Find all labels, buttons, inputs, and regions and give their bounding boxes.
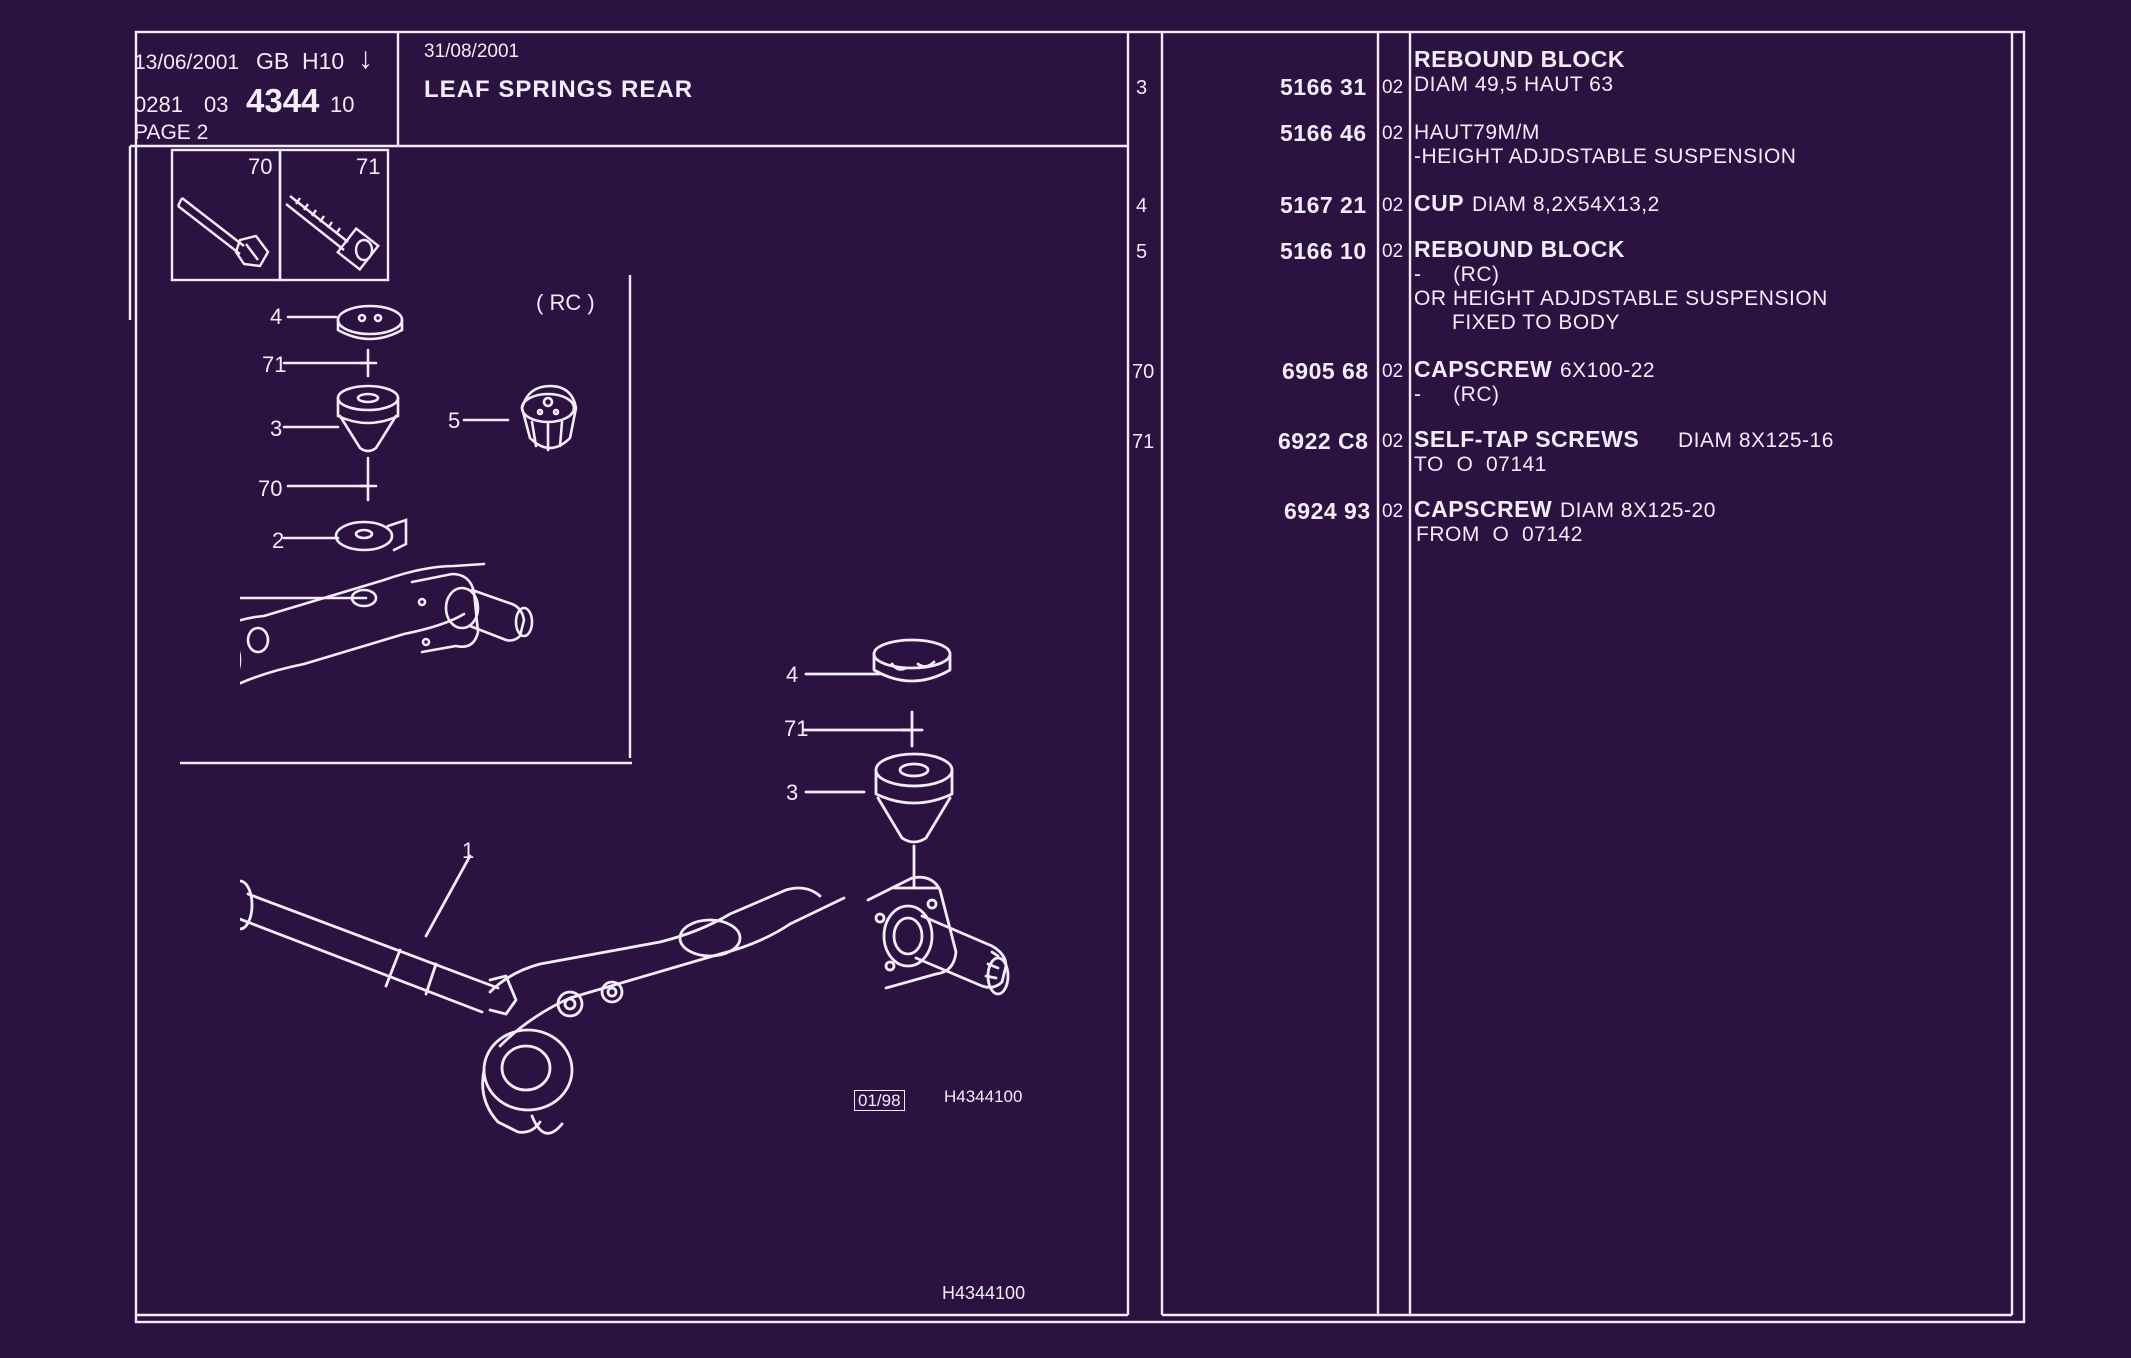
part-detail: TO O 07141 <box>1414 453 1547 476</box>
page-title: LEAF SPRINGS REAR <box>424 76 694 103</box>
part-name: CAPSCREW <box>1414 496 1553 522</box>
down-arrow-icon: ↓ <box>358 42 373 75</box>
variant-code: 02 <box>1382 431 1404 452</box>
thumbnail-ref: 70 <box>248 154 273 179</box>
variant-code: 02 <box>1382 195 1404 216</box>
callout-label: 4 <box>270 304 283 329</box>
drawing-date-box: 01/98 <box>854 1090 905 1111</box>
drawing-code: H4344100 <box>944 1087 1023 1106</box>
item-ref: 71 <box>1132 431 1155 453</box>
callout-label: 71 <box>262 352 287 377</box>
variant-code: H10 <box>302 48 345 74</box>
callout-label: 3 <box>270 416 283 441</box>
inset-rc-label: ( RC ) <box>536 290 595 315</box>
inset-assembly-illustration <box>240 304 578 685</box>
part-number: 5166 10 <box>1280 238 1367 264</box>
callout-label: 2 <box>272 528 285 553</box>
leaf-spring-arm-illustration <box>240 638 1010 1135</box>
variant-code: 02 <box>1382 501 1404 522</box>
part-detail: DIAM 8X125-16 <box>1678 429 1834 452</box>
part-name: CUP <box>1414 190 1465 216</box>
catalog-suffix: 10 <box>330 92 355 117</box>
part-detail: -HEIGHT ADJDSTABLE SUSPENSION <box>1414 145 1797 168</box>
part-detail: FROM O 07142 <box>1416 523 1583 546</box>
part-detail: DIAM 8X125-20 <box>1560 499 1716 522</box>
part-name: REBOUND BLOCK <box>1414 46 1625 72</box>
variant-code: 02 <box>1382 241 1404 262</box>
capscrew-icon <box>176 197 270 268</box>
lang-code: GB <box>256 48 290 74</box>
footer-drawing-code: H4344100 <box>942 1283 1026 1303</box>
part-detail: 6X100-22 <box>1560 359 1656 382</box>
part-name: REBOUND BLOCK <box>1414 236 1625 262</box>
callout-label: 70 <box>258 476 283 501</box>
part-number: 6924 93 <box>1284 498 1371 524</box>
part-detail: FIXED TO BODY <box>1414 311 1620 334</box>
part-name: CAPSCREW <box>1414 356 1553 382</box>
page-label: PAGE 2 <box>134 121 209 144</box>
part-number: 5166 31 <box>1280 74 1367 100</box>
catalog-prefix: 0281 <box>134 92 183 117</box>
part-detail: DIAM 8,2X54X13,2 <box>1472 193 1660 216</box>
part-detail: HAUT79M/M <box>1414 121 1540 144</box>
item-ref: 4 <box>1136 195 1148 217</box>
variant-code: 02 <box>1382 77 1404 98</box>
part-name: SELF-TAP SCREWS <box>1414 426 1640 452</box>
item-ref: 5 <box>1136 241 1148 263</box>
variant-code: 02 <box>1382 361 1404 382</box>
header-date-right: 31/08/2001 <box>424 41 520 62</box>
part-detail: DIAM 49,5 HAUT 63 <box>1414 73 1614 96</box>
part-detail: OR HEIGHT ADJDSTABLE SUSPENSION <box>1414 287 1828 310</box>
callout-label: 71 <box>784 716 809 741</box>
item-ref: 70 <box>1132 361 1155 383</box>
part-detail: - (RC) <box>1414 263 1500 286</box>
item-ref: 3 <box>1136 77 1148 99</box>
part-number: 6905 68 <box>1282 358 1369 384</box>
callout-label: 5 <box>448 408 461 433</box>
callout-label: 3 <box>786 780 799 805</box>
part-number: 5167 21 <box>1280 192 1367 218</box>
callout-label: 4 <box>786 662 799 687</box>
variant-code: 02 <box>1382 123 1404 144</box>
part-number: 5166 46 <box>1280 120 1367 146</box>
part-number: 6922 C8 <box>1278 428 1369 454</box>
self-tap-screw-icon <box>285 195 380 272</box>
part-detail: - (RC) <box>1414 383 1500 406</box>
header-date-left: 13/06/2001 <box>134 51 240 74</box>
catalog-number: 4344 <box>246 82 320 119</box>
thumbnail-ref: 71 <box>356 154 381 179</box>
catalog-group: 03 <box>204 92 229 117</box>
